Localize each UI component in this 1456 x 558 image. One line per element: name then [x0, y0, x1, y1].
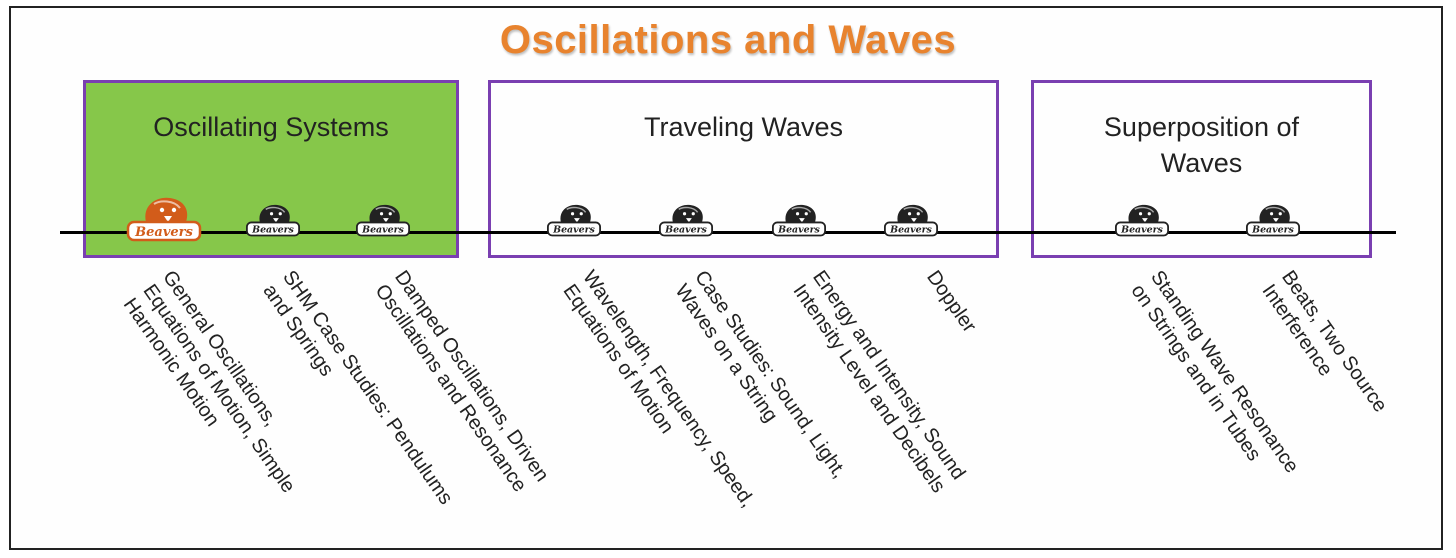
beaver-logo-icon: Beavers — [545, 200, 603, 247]
beaver-logo-icon: Beavers — [1244, 200, 1302, 247]
beaver-logo-icon: Beavers — [657, 200, 715, 247]
beaver-logo-icon: Beavers — [1113, 200, 1171, 247]
beaver-logo-icon: Beavers — [244, 200, 302, 247]
section-label: Oscillating Systems — [153, 112, 389, 142]
beaver-logo-text: Beavers — [777, 225, 820, 236]
beaver-logo-text: Beavers — [889, 225, 932, 236]
beaver-logo-text: Beavers — [552, 225, 595, 236]
timeline-axis — [60, 231, 1396, 234]
beaver-logo-text: Beavers — [1251, 225, 1294, 236]
beaver-logo-text: Beavers — [361, 225, 404, 236]
section-superposition-of-waves: Superposition of Waves — [1031, 80, 1372, 258]
beaver-logo-text: Beavers — [251, 225, 294, 236]
beaver-logo-text: Beavers — [1120, 225, 1163, 236]
beaver-logo-icon: Beavers — [354, 200, 412, 247]
beaver-logo-icon: Beavers — [124, 194, 204, 251]
beaver-logo-text: Beavers — [664, 225, 707, 236]
beaver-logo-text: Beavers — [134, 225, 193, 240]
beaver-logo-icon: Beavers — [770, 200, 828, 247]
section-traveling-waves: Traveling Waves — [488, 80, 999, 258]
slide-title: Oscillations and Waves — [499, 18, 957, 62]
section-label: Superposition of Waves — [1103, 112, 1300, 178]
beaver-logo-icon: Beavers — [882, 200, 940, 247]
section-label: Traveling Waves — [643, 112, 844, 142]
